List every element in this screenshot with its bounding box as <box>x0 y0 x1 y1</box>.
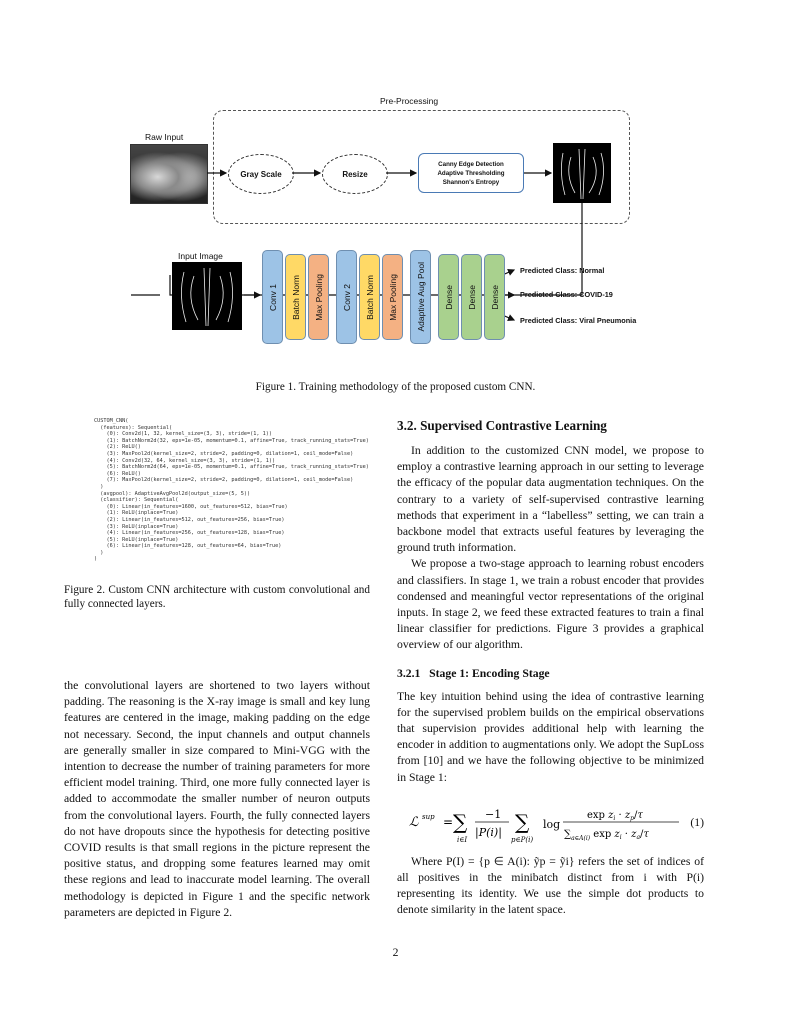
input-image-label: Input Image <box>178 251 223 261</box>
code-line: ) <box>94 556 98 563</box>
model-code-listing: CUSTOM_CNN( (features): Sequential( (0):… <box>64 418 370 563</box>
code-line: (avgpool): AdaptiveAvgPool2d(output_size… <box>94 490 251 497</box>
figure2-caption: Figure 2. Custom CNN architecture with c… <box>64 584 370 611</box>
edge-output-image <box>553 143 611 203</box>
figure-2: CUSTOM_CNN( (features): Sequential( (0):… <box>64 418 370 611</box>
svg-text:sup: sup <box>422 813 435 821</box>
svg-text:∑a∈A(i) exp zi · za/τ: ∑a∈A(i) exp zi · za/τ <box>564 829 649 842</box>
svg-text:∑: ∑ <box>453 810 468 834</box>
svg-text:ℒ: ℒ <box>409 815 419 830</box>
code-line: ) <box>94 549 104 556</box>
section-para-1: In addition to the customized CNN model,… <box>397 444 704 555</box>
layer-label: Dense <box>443 284 454 310</box>
where-paragraph: Where P(I) = {p ∈ A(i): ỹp = ỹi} refers … <box>397 854 704 917</box>
layer-block: Dense <box>461 254 482 340</box>
section-title: 3.2. Supervised Contrastive Learning <box>397 418 607 433</box>
layer-label: Dense <box>489 284 500 310</box>
gray-scale-label: Gray Scale <box>240 169 282 179</box>
page-number: 2 <box>392 946 399 959</box>
output-normal: Predicted Class: Normal <box>520 266 605 275</box>
code-line: CUSTOM_CNN( <box>94 418 129 424</box>
layer-block: Conv 1 <box>262 250 283 344</box>
edge-line-canny: Canny Edge Detection <box>438 160 504 168</box>
layer-label: Adaptive Aug Pool <box>415 262 426 332</box>
layer-label: Conv 1 <box>267 283 278 311</box>
edge-line-entropy: Shannon's Entropy <box>442 178 500 186</box>
svg-text:|P(i)|: |P(i)| <box>475 826 502 840</box>
svg-text:=: = <box>443 815 453 829</box>
code-line: (3): ReLU(inplace=True) <box>94 523 179 530</box>
svg-text:exp zi · zp/τ: exp zi · zp/τ <box>587 810 643 822</box>
code-line: (6): Linear(in_features=128, out_feature… <box>94 543 282 550</box>
svg-text:i∈I: i∈I <box>457 836 467 844</box>
edge-lines-graphic <box>561 148 604 200</box>
output-viral: Predicted Class: Viral Pneumonia <box>520 316 637 325</box>
code-line: (1): ReLU(inplace=True) <box>94 510 179 517</box>
layer-label: Conv 2 <box>341 283 352 311</box>
output-covid: Predicted Class: COVID-19 <box>520 290 613 299</box>
code-line: (4): Linear(in_features=256, out_feature… <box>94 530 285 537</box>
layer-label: Max Pooling <box>387 273 398 321</box>
layer-block: Max Pooling <box>382 254 403 340</box>
layer-label: Batch Norm <box>364 274 375 320</box>
left-paragraph: the convolutional layers are shortened t… <box>64 679 370 919</box>
resize-node: Resize <box>322 154 388 194</box>
equation-1: ℒ sup = ∑ i∈I −1 |P(i)| ∑ p∈P(i) log exp… <box>397 792 704 850</box>
code-line: (0): Conv2d(1, 32, kernel_size=(3, 3), s… <box>94 431 273 438</box>
code-line: (0): Linear(in_features=1600, out_featur… <box>94 503 288 510</box>
input-image <box>172 262 242 330</box>
preprocessing-region <box>213 110 630 224</box>
edge-line-adaptive: Adaptive Thresholding <box>437 169 505 177</box>
layer-block: Max Pooling <box>308 254 329 340</box>
code-line: (4): Conv2d(32, 64, kernel_size=(3, 3), … <box>94 457 276 464</box>
layer-block: Dense <box>484 254 505 340</box>
code-line: ) <box>94 483 104 490</box>
layer-block: Batch Norm <box>285 254 306 340</box>
layer-block: Batch Norm <box>359 254 380 340</box>
left-column: the convolutional layers are shortened t… <box>64 678 370 921</box>
equation-graphic: ℒ sup = ∑ i∈I −1 |P(i)| ∑ p∈P(i) log exp… <box>409 808 679 844</box>
raw-input-label: Raw Input <box>145 132 184 142</box>
input-edge-graphic <box>181 267 233 327</box>
subsection-para: The key intuition behind using the idea … <box>397 689 704 784</box>
code-line: (classifier): Sequential( <box>94 497 179 504</box>
resize-label: Resize <box>342 169 368 179</box>
layer-block: Adaptive Aug Pool <box>410 250 431 344</box>
preprocessing-label: Pre-Processing <box>380 96 439 106</box>
code-line: (2): Linear(in_features=512, out_feature… <box>94 516 285 523</box>
code-line: (6): ReLU() <box>94 470 141 477</box>
svg-text:log: log <box>543 818 560 831</box>
subsection-title: 3.2.1 Stage 1: Encoding Stage <box>397 666 550 680</box>
raw-xray-image <box>130 144 208 204</box>
figure1-caption: Figure 1. Training methodology of the pr… <box>255 381 536 393</box>
code-line: (7): MaxPool2d(kernel_size=2, stride=2, … <box>94 477 354 484</box>
cnn-layer-stack: Conv 1 Batch Norm Max Pooling Conv 2 Batch N… <box>262 250 505 344</box>
layer-label: Max Pooling <box>313 273 324 321</box>
layer-block: Conv 2 <box>336 250 357 344</box>
code-line: (1): BatchNorm2d(32, eps=1e-05, momentum… <box>94 437 369 444</box>
gray-scale-node: Gray Scale <box>228 154 294 194</box>
code-line: (3): MaxPool2d(kernel_size=2, stride=2, … <box>94 450 354 457</box>
svg-text:−1: −1 <box>485 808 501 821</box>
section-para-2: We propose a two-stage approach to learn… <box>397 557 704 652</box>
code-line: (features): Sequential( <box>94 424 173 431</box>
code-line: (5): ReLU(inplace=True) <box>94 536 179 543</box>
svg-text:p∈P(i): p∈P(i) <box>511 836 533 844</box>
layer-label: Dense <box>466 284 477 310</box>
code-line: (2): ReLU() <box>94 444 141 451</box>
equation-number: (1) <box>690 815 704 829</box>
edge-detection-box: Canny Edge Detection Adaptive Thresholdi… <box>418 153 524 193</box>
right-column: 3.2. Supervised Contrastive Learning In … <box>397 418 704 919</box>
layer-label: Batch Norm <box>290 274 301 320</box>
svg-text:∑: ∑ <box>515 810 530 834</box>
layer-block: Dense <box>438 254 459 340</box>
code-line: (5): BatchNorm2d(64, eps=1e-05, momentum… <box>94 464 369 471</box>
